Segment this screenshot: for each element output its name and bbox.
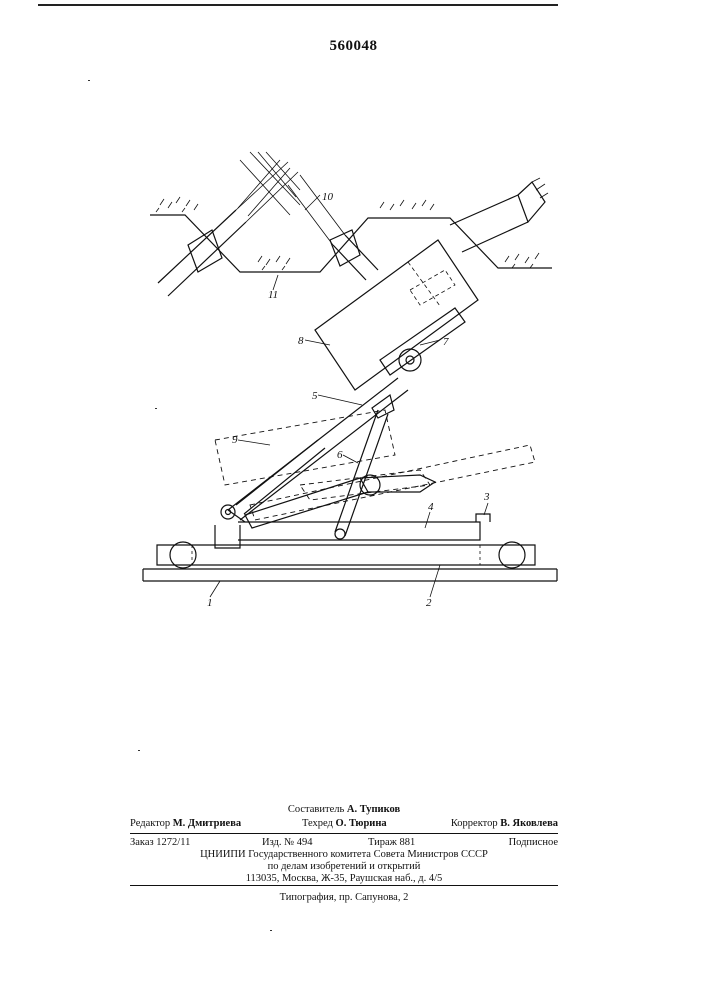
printer-line: Типография, пр. Сапунова, 2 <box>130 891 558 904</box>
printer-block: Типография, пр. Сапунова, 2 <box>130 0 558 1000</box>
scan-speck <box>88 80 90 81</box>
